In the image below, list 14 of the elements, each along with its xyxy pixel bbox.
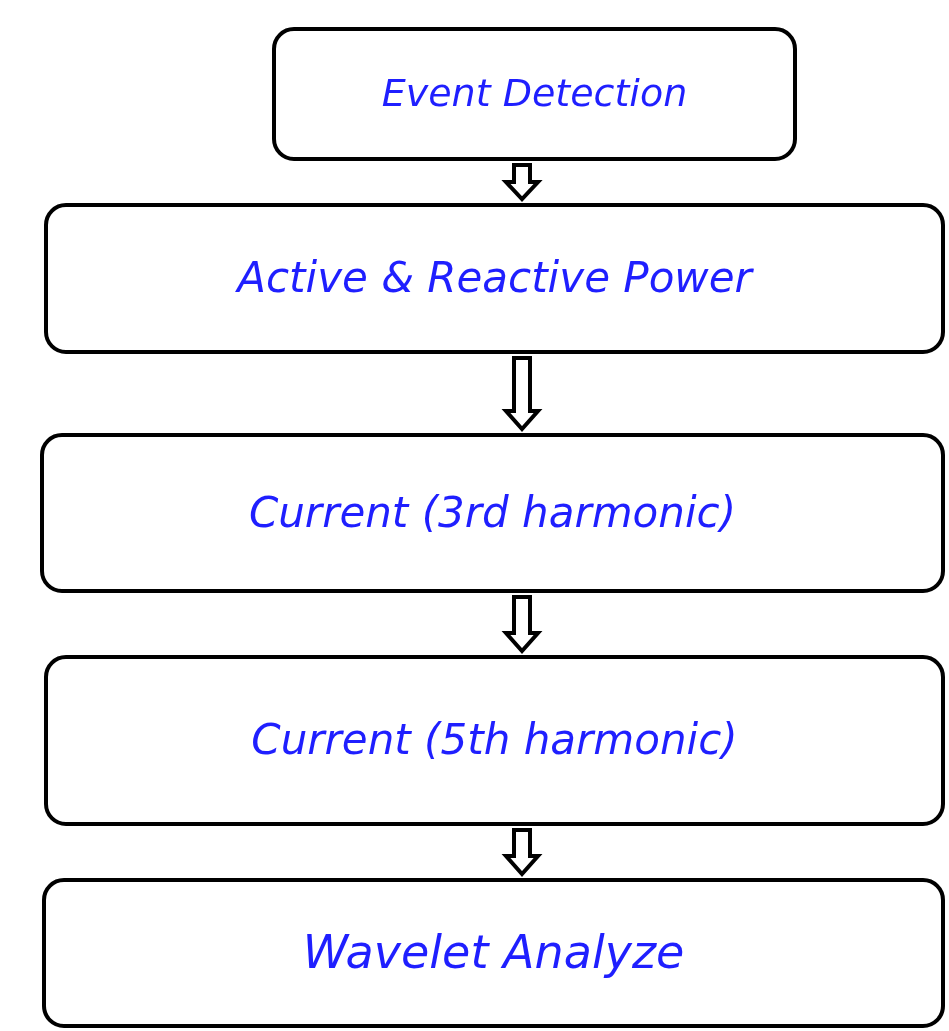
block-arrow bbox=[501, 356, 543, 432]
process-box bbox=[42, 878, 945, 1028]
block-arrow bbox=[501, 595, 543, 654]
process-box bbox=[44, 203, 945, 354]
block-arrow bbox=[501, 828, 543, 877]
box-label: Wavelet Analyze bbox=[302, 924, 685, 982]
process-box bbox=[44, 655, 945, 826]
box-label: Current (5th harmonic) bbox=[251, 714, 738, 767]
box-label: Event Detection bbox=[381, 70, 688, 118]
box-label: Active & Reactive Power bbox=[237, 252, 752, 305]
block-arrow bbox=[501, 163, 543, 202]
process-box bbox=[272, 27, 797, 161]
process-box bbox=[40, 433, 945, 593]
box-label: Current (3rd harmonic) bbox=[248, 486, 737, 539]
